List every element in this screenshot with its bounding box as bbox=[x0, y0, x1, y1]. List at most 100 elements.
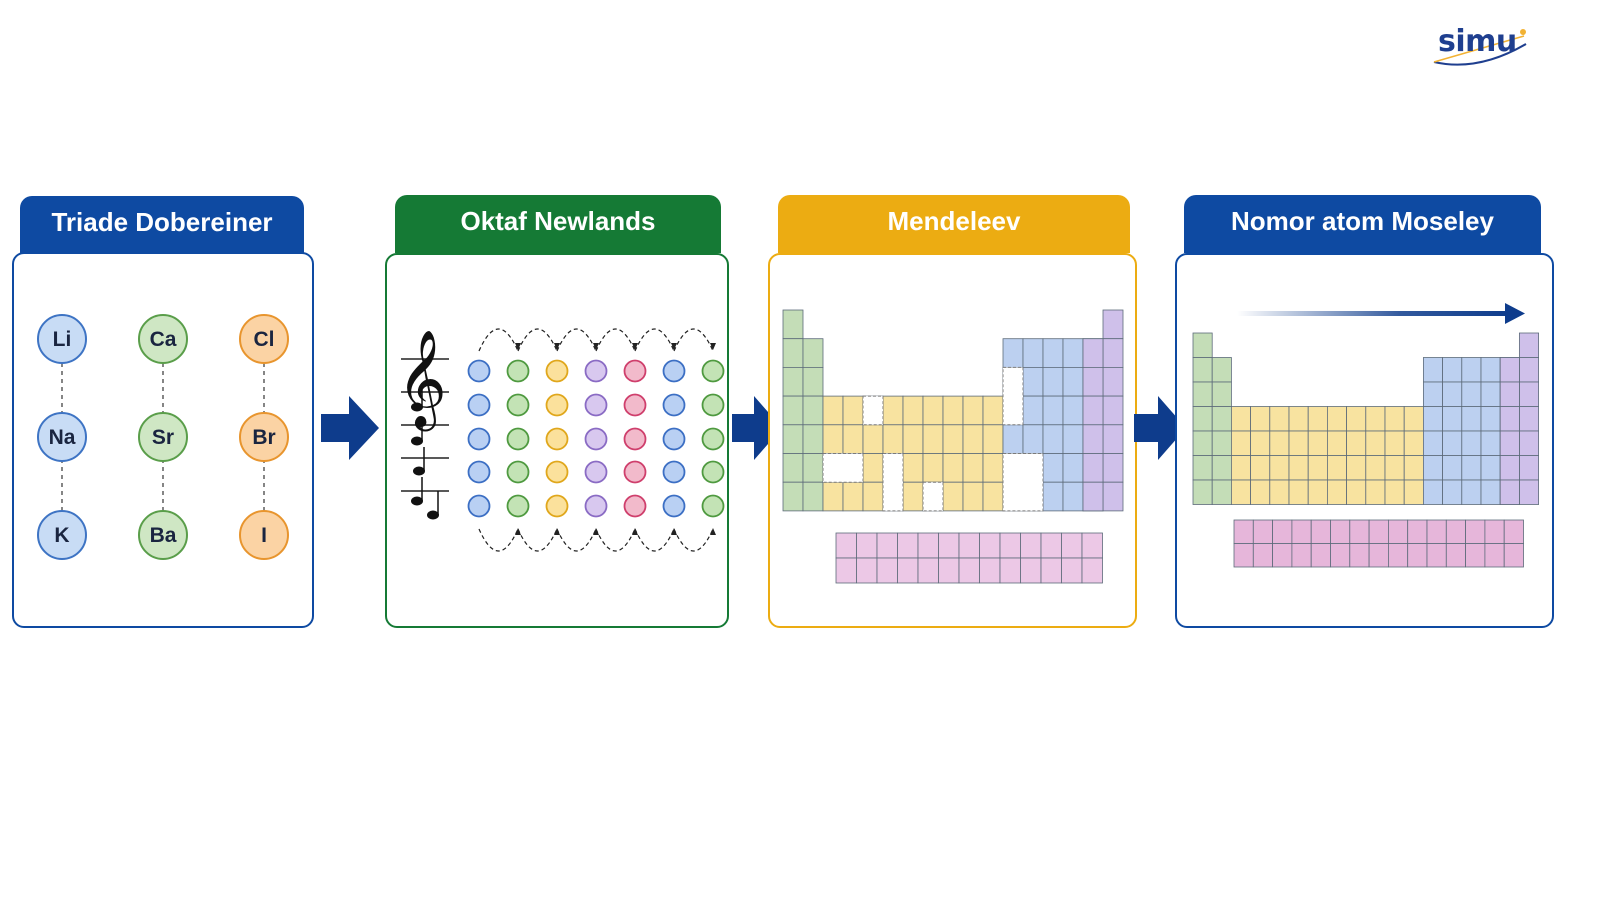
table-cell-s bbox=[1192, 406, 1213, 432]
table-cell-p bbox=[1480, 430, 1501, 456]
arc-arrowhead bbox=[515, 343, 521, 350]
table-cell-d bbox=[1288, 455, 1309, 481]
table-cell-f bbox=[1291, 519, 1312, 544]
octave-dot bbox=[662, 359, 686, 383]
table-cell-f bbox=[1484, 543, 1505, 568]
table-cell-d bbox=[962, 453, 984, 483]
table-cell-f bbox=[1368, 543, 1389, 568]
arrow-head-icon bbox=[1505, 303, 1525, 324]
table-cell-d bbox=[862, 424, 884, 454]
table-cell-f bbox=[1252, 543, 1274, 568]
octave-arc-bottom bbox=[673, 528, 714, 552]
element-circle bbox=[138, 314, 188, 364]
table-cell-p bbox=[1042, 424, 1064, 454]
table-cell-s bbox=[1192, 430, 1213, 456]
octave-dot bbox=[662, 460, 686, 484]
table-cell-d bbox=[862, 453, 884, 483]
table-cell-p bbox=[1062, 481, 1084, 512]
element-circle bbox=[37, 412, 87, 462]
table-cell-d bbox=[982, 481, 1004, 512]
arc-arrowhead bbox=[632, 528, 638, 535]
table-cell-s bbox=[1192, 455, 1213, 481]
table-cell-noble bbox=[1499, 479, 1520, 505]
octave-dot bbox=[623, 494, 647, 518]
table-cell-p bbox=[1422, 381, 1443, 407]
table-cell-p bbox=[1042, 395, 1064, 426]
octave-dot bbox=[584, 393, 608, 417]
table-cell-noble bbox=[1518, 430, 1539, 456]
table-cell-d bbox=[1384, 430, 1405, 456]
octave-arc-top bbox=[673, 328, 714, 352]
table-cell-d bbox=[882, 424, 904, 454]
table-cell-s bbox=[782, 481, 804, 512]
table-cell-p bbox=[1461, 430, 1482, 456]
table-cell-f bbox=[1233, 519, 1254, 544]
table-cell-noble bbox=[1082, 481, 1104, 512]
mendeleev-table bbox=[782, 309, 1124, 584]
table-cell-s bbox=[1192, 479, 1213, 505]
table-cell-noble bbox=[1518, 479, 1539, 505]
octave-arc-bottom bbox=[556, 528, 597, 552]
table-cell-s bbox=[1211, 357, 1232, 383]
table-cell-p bbox=[1442, 430, 1463, 456]
table-cell-noble bbox=[1082, 338, 1104, 368]
table-cell-d bbox=[1288, 479, 1309, 505]
table-cell-s bbox=[782, 395, 804, 426]
mendeleev-panel-header: Mendeleev bbox=[778, 195, 1130, 253]
table-cell-f bbox=[856, 557, 878, 584]
arc-arrowhead bbox=[710, 528, 716, 535]
table-cell-noble bbox=[1518, 406, 1539, 432]
table-cell-s bbox=[1211, 455, 1232, 481]
table-cell-d bbox=[902, 424, 924, 454]
table-cell-f bbox=[1020, 557, 1042, 584]
table-cell-d bbox=[1250, 479, 1271, 505]
table-cell-f bbox=[1040, 532, 1062, 559]
table-cell-noble bbox=[1518, 381, 1539, 407]
table-cell-d bbox=[962, 424, 984, 454]
octave-arc-top bbox=[595, 328, 636, 352]
table-cell-p bbox=[1442, 406, 1463, 432]
moseley-title: Nomor atom Moseley bbox=[1231, 205, 1494, 236]
table-cell-d bbox=[822, 424, 844, 454]
table-cell-noble bbox=[1518, 455, 1539, 481]
octave-dot bbox=[623, 393, 647, 417]
table-cell-f bbox=[1426, 543, 1447, 568]
treble-clef-icon: 𝄞 bbox=[397, 331, 447, 431]
octave-dot bbox=[467, 460, 491, 484]
table-cell-f bbox=[917, 532, 939, 559]
table-cell-p bbox=[1422, 430, 1443, 456]
octave-dot bbox=[545, 427, 569, 451]
table-cell-d bbox=[982, 395, 1004, 426]
newlands-title: Oktaf Newlands bbox=[460, 205, 656, 236]
element-symbol: Sr bbox=[152, 426, 174, 449]
table-cell-f bbox=[1291, 543, 1312, 568]
table-cell-f bbox=[1061, 532, 1083, 559]
table-cell-noble bbox=[1499, 406, 1520, 432]
table-cell-noble bbox=[1499, 357, 1520, 383]
element-symbol: K bbox=[54, 524, 69, 547]
table-cell-f bbox=[1484, 519, 1505, 544]
table-cell-f bbox=[958, 557, 980, 584]
table-cell-p bbox=[1062, 424, 1084, 454]
table-cell-d bbox=[1288, 406, 1309, 432]
table-cell-f bbox=[1020, 532, 1042, 559]
octave-arc-bottom bbox=[478, 528, 519, 552]
moseley-panel-header: Nomor atom Moseley bbox=[1184, 195, 1541, 253]
table-cell-p bbox=[1422, 406, 1443, 432]
table-cell-noble bbox=[1499, 381, 1520, 407]
octave-dot bbox=[662, 393, 686, 417]
table-cell-noble bbox=[1102, 424, 1124, 454]
element-circle bbox=[37, 510, 87, 560]
octave-dot bbox=[584, 359, 608, 383]
table-cell-p bbox=[1062, 453, 1084, 483]
table-cell-d bbox=[882, 395, 904, 426]
octave-dot bbox=[701, 494, 725, 518]
octave-dot bbox=[506, 427, 530, 451]
table-cell-d bbox=[902, 481, 924, 512]
table-cell-s bbox=[1211, 430, 1232, 456]
table-cell-s bbox=[802, 481, 824, 512]
table-cell-d bbox=[842, 481, 864, 512]
table-cell-f bbox=[938, 532, 960, 559]
table-cell-f bbox=[1061, 557, 1083, 584]
table-cell-d bbox=[942, 424, 964, 454]
